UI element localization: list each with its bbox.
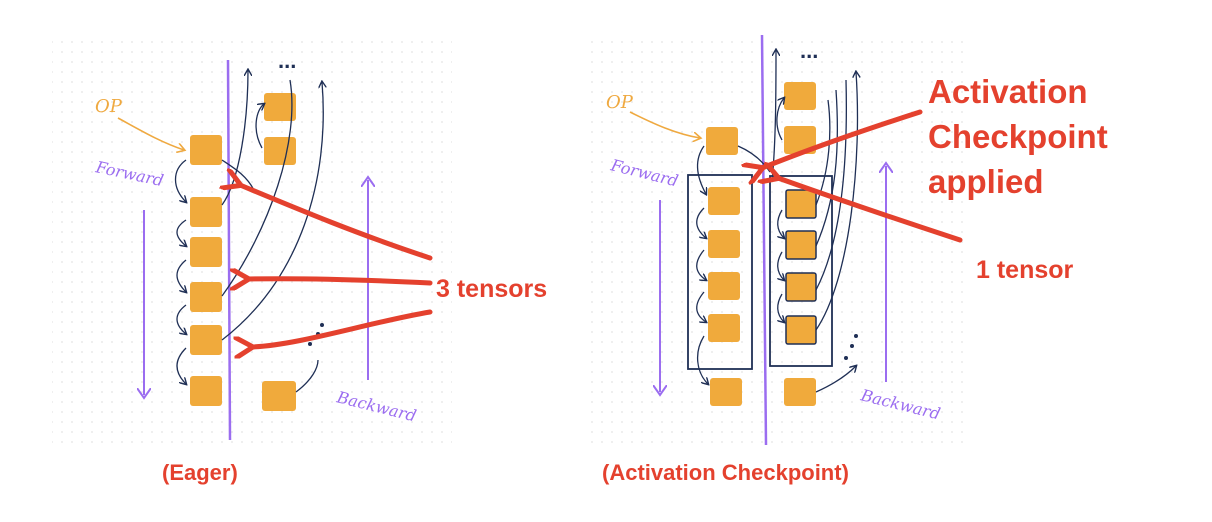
checkpoint-annotation-line-3: applied bbox=[928, 163, 1044, 200]
op-box bbox=[190, 135, 222, 165]
right-small-dots bbox=[844, 334, 858, 360]
left-caption: (Eager) bbox=[162, 460, 238, 485]
right-annotation-arrows bbox=[762, 109, 963, 243]
op-box bbox=[190, 282, 222, 312]
left-small-dots bbox=[308, 323, 324, 346]
checkpoint-annotation-line-1: Activation bbox=[928, 73, 1088, 110]
right-forward-ops bbox=[706, 127, 742, 406]
right-recompute-chain bbox=[778, 209, 784, 322]
op-box bbox=[708, 187, 740, 215]
right-backward-ops bbox=[784, 82, 816, 406]
right-panel: ... OP Forward Backward Activation Check… bbox=[602, 34, 1108, 485]
right-op-pointer bbox=[629, 111, 700, 138]
right-recomputed-ops bbox=[785, 189, 817, 345]
left-tensor-annotation: 3 tensors bbox=[436, 275, 547, 303]
op-box bbox=[708, 272, 740, 300]
op-box bbox=[262, 381, 296, 411]
op-box bbox=[706, 127, 738, 155]
op-box bbox=[190, 325, 222, 355]
op-box bbox=[190, 197, 222, 227]
op-box bbox=[784, 82, 816, 110]
op-box bbox=[708, 230, 740, 258]
left-op-pointer bbox=[117, 117, 184, 150]
op-box bbox=[785, 189, 817, 219]
left-op-label: OP bbox=[95, 96, 123, 117]
left-divider-line bbox=[226, 59, 232, 441]
op-box bbox=[784, 126, 816, 154]
op-box bbox=[708, 314, 740, 342]
left-forward-chain bbox=[174, 159, 255, 384]
op-box bbox=[190, 237, 222, 267]
op-box bbox=[264, 137, 296, 165]
right-tensor-annotation: 1 tensor bbox=[976, 256, 1074, 284]
op-box bbox=[784, 378, 816, 406]
op-box bbox=[710, 378, 742, 406]
checkpoint-annotation-line-2: Checkpoint bbox=[928, 118, 1108, 155]
op-box bbox=[264, 93, 296, 121]
left-tensor-arrows bbox=[240, 185, 433, 347]
forward-checkpoint-frame bbox=[687, 174, 753, 370]
right-forward-chain bbox=[696, 145, 771, 384]
op-box bbox=[785, 230, 817, 260]
op-box bbox=[785, 272, 817, 302]
op-box bbox=[190, 376, 222, 406]
left-top-ellipsis: ... bbox=[278, 48, 296, 73]
right-divider-line bbox=[760, 34, 768, 446]
left-forward-ops bbox=[190, 135, 222, 406]
backward-checkpoint-frame bbox=[769, 175, 833, 367]
op-box bbox=[785, 315, 817, 345]
right-caption: (Activation Checkpoint) bbox=[602, 460, 849, 485]
right-op-label: OP bbox=[606, 92, 634, 113]
left-panel: ... OP Forward Backward 3 tensors (Eager… bbox=[93, 48, 547, 485]
right-top-ellipsis: ... bbox=[800, 38, 818, 63]
